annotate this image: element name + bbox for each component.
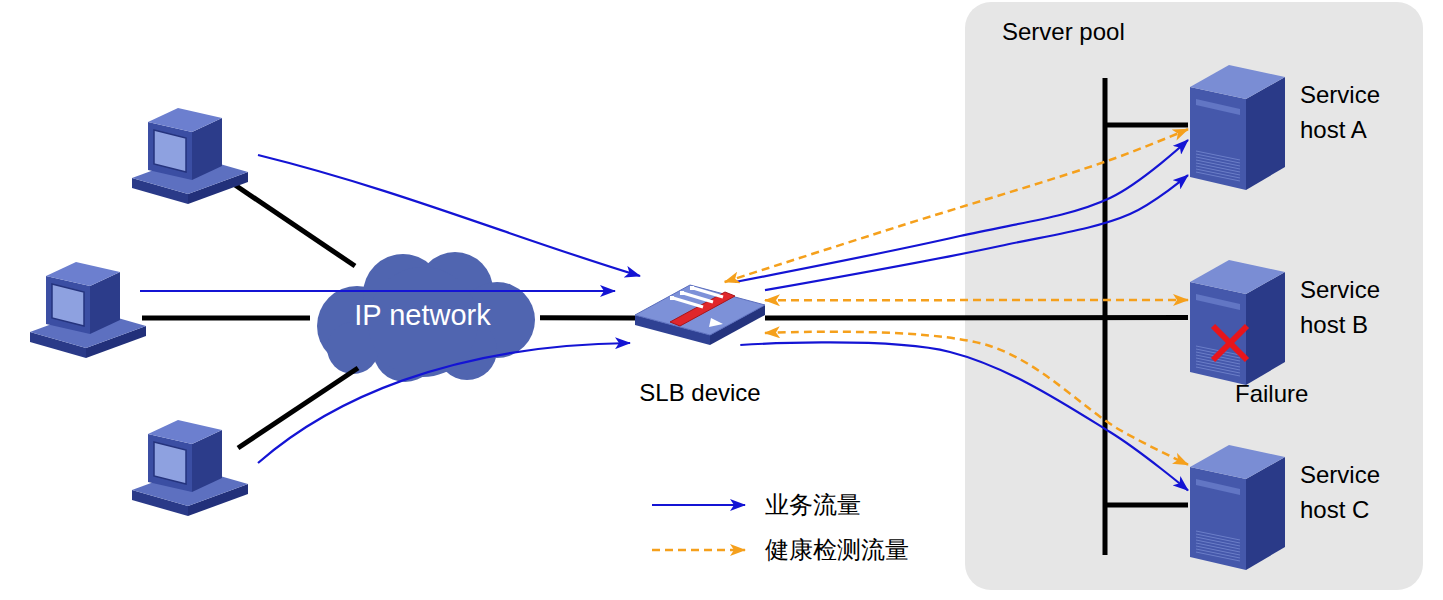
connectors [540,129,1188,490]
network-link [540,315,635,320]
service-traffic-arrow [765,175,1188,290]
server-bus [1105,78,1188,555]
client-computer [132,420,248,516]
host-name: Service host B [1300,272,1418,342]
traffic-arrow [258,343,630,463]
bus-line [1103,78,1108,555]
node-label: IP network [354,299,490,332]
server-pool: Server poolService host AService host BS… [965,2,1423,590]
traffic-arrow [258,155,640,276]
health-check-arrow [765,299,1188,302]
client-computer [132,108,248,204]
group-title: Server pool [1002,17,1302,47]
network-link [142,316,310,321]
legend-sample [652,504,745,506]
bus-branch [1105,503,1188,508]
legend-item: 业务流量 [765,486,861,524]
client-computers [30,108,248,516]
cloud-shape [317,252,535,382]
network-link [235,185,355,266]
client-computer [30,262,146,358]
host-name: Service host A [1300,77,1418,147]
server-icon [1190,445,1285,570]
legend-item: 健康检测流量 [765,531,909,569]
node-text-block: Service host A [1300,77,1418,147]
server-icon [1190,260,1285,385]
service-traffic-arrow [735,140,1188,282]
service-host: Service host C [1188,435,1285,570]
traffic-arrow [140,290,615,292]
health-check-arrow [765,332,1188,465]
node-text-block: IP network [305,248,540,382]
service-host-outline [1188,435,1285,570]
legend-sample [652,549,745,552]
legend-label: 健康检测流量 [765,531,909,569]
node-label: SLB device [595,378,805,408]
node-text-block: Service host C [1300,457,1418,527]
network-link [765,315,1188,320]
service-traffic-arrow [740,342,1188,490]
service-host: Service host B [1188,250,1285,385]
access-links [142,185,358,448]
slb-icon [635,285,765,345]
host-name: Service host C [1300,457,1418,527]
legend-label: 业务流量 [765,486,861,524]
legend-samples [652,505,745,550]
server-icon [1190,65,1285,190]
service-host-outline [1188,250,1285,385]
service-host: Service host A [1188,55,1285,190]
health-check-arrow [725,129,1188,282]
client-traffic [140,155,640,463]
node-text-block: Server pool [1002,17,1302,47]
network-cloud: IP network [305,248,540,382]
slb-device-outline [635,282,765,345]
service-host-outline [1188,55,1285,190]
slb-device: SLB device [635,282,765,345]
node-text-block: Service host B [1300,272,1418,342]
node-text-block: SLB device [595,378,805,408]
network-link [238,368,358,448]
bus-branch [1105,123,1188,128]
failure-cross [1213,326,1247,360]
